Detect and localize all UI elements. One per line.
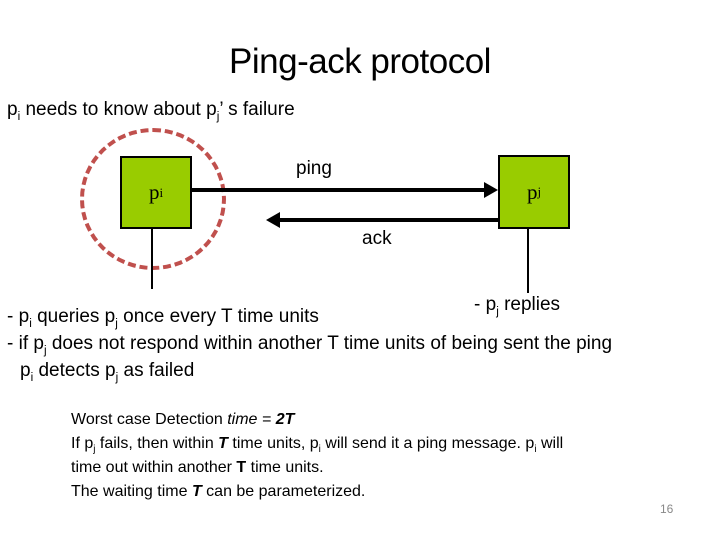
highlight-ellipse bbox=[80, 128, 226, 270]
page-title: Ping-ack protocol bbox=[229, 42, 491, 81]
note-line-4: The waiting time T can be parameterized. bbox=[71, 483, 366, 500]
ping-label: ping bbox=[296, 158, 332, 179]
subscript-j: j bbox=[216, 109, 220, 123]
subscript-i: i bbox=[29, 316, 32, 330]
bullet-pi-queries: - pi queries pj once every T time units bbox=[7, 306, 319, 330]
ping-arrow-line bbox=[192, 188, 486, 192]
subtitle-text: p bbox=[7, 99, 18, 120]
node-pi-label: p bbox=[148, 180, 160, 204]
subscript-j: j bbox=[115, 316, 118, 330]
bullet-timeout-line1: - if pj does not respond within another … bbox=[7, 333, 613, 357]
note-line-3: time out within another T time units. bbox=[71, 459, 324, 476]
ack-arrow-line bbox=[280, 218, 498, 222]
note-line-2: If pj fails, then within T time units, p… bbox=[71, 435, 564, 456]
note-line-1: Worst case Detection time = 2T bbox=[71, 411, 295, 428]
subscript-j: j bbox=[93, 444, 96, 456]
page-number: 16 bbox=[660, 502, 674, 516]
bullet-pj-replies: - pj replies bbox=[474, 294, 561, 318]
node-pj-label: p bbox=[526, 179, 538, 204]
ack-arrowhead-icon bbox=[266, 212, 280, 228]
subscript-j: j bbox=[115, 370, 119, 384]
pi-timeline bbox=[151, 229, 153, 289]
subscript-j: j bbox=[496, 304, 499, 318]
subtitle: pi needs to know about pj’ s failure bbox=[7, 99, 295, 123]
subscript-i: i bbox=[30, 370, 34, 384]
pj-timeline bbox=[527, 229, 529, 293]
subscript-j: j bbox=[43, 343, 47, 357]
subscript-i: i bbox=[17, 109, 21, 123]
subscript-i: i bbox=[534, 444, 537, 456]
note-block: Worst case Detection time = 2T If pj fai… bbox=[71, 408, 563, 504]
ack-label: ack bbox=[362, 228, 392, 249]
ping-arrowhead-icon bbox=[484, 182, 498, 198]
subscript-i: i bbox=[318, 444, 321, 456]
bullet-timeout-line2: pi detects pj as failed bbox=[20, 360, 195, 384]
